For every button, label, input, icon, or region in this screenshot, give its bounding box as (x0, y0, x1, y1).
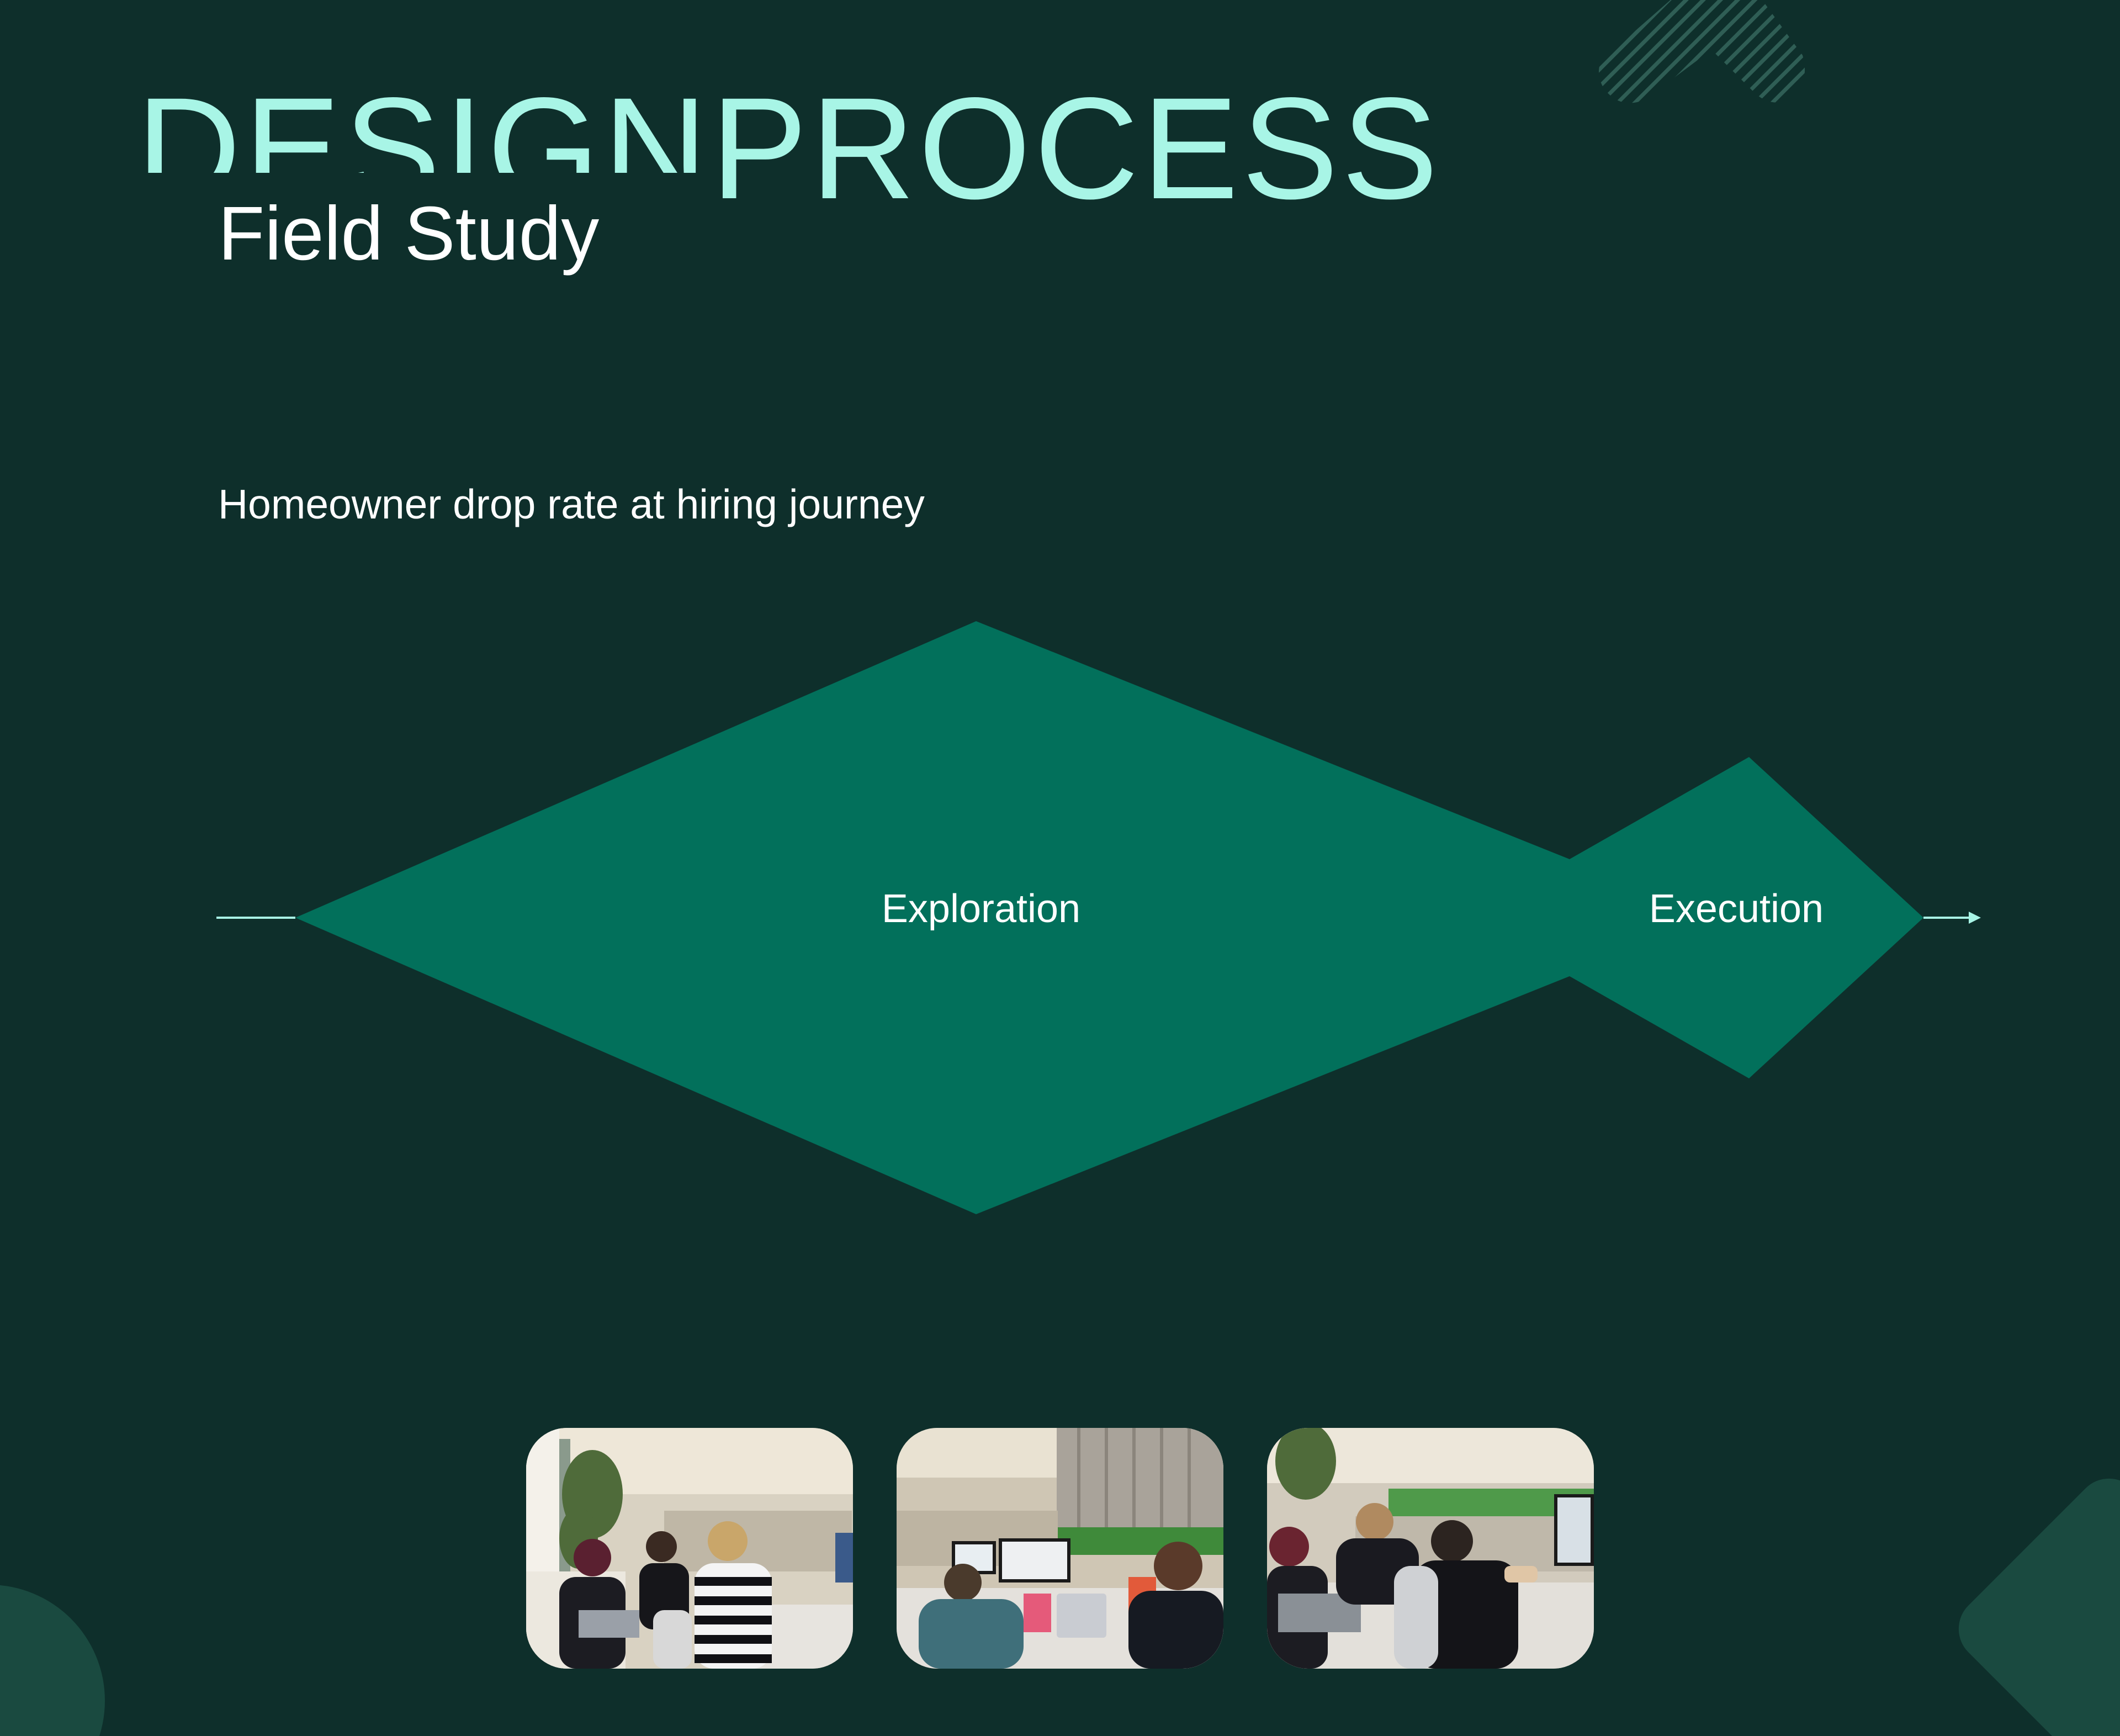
field-study-photo-3 (1267, 1428, 1594, 1669)
field-study-photo-2 (897, 1428, 1223, 1669)
field-study-photo-1 (526, 1428, 853, 1669)
stage-label-execution: Execution (1649, 889, 1824, 929)
flow-arrowhead (1969, 912, 1981, 924)
stage-label-exploration: Exploration (882, 889, 1080, 929)
